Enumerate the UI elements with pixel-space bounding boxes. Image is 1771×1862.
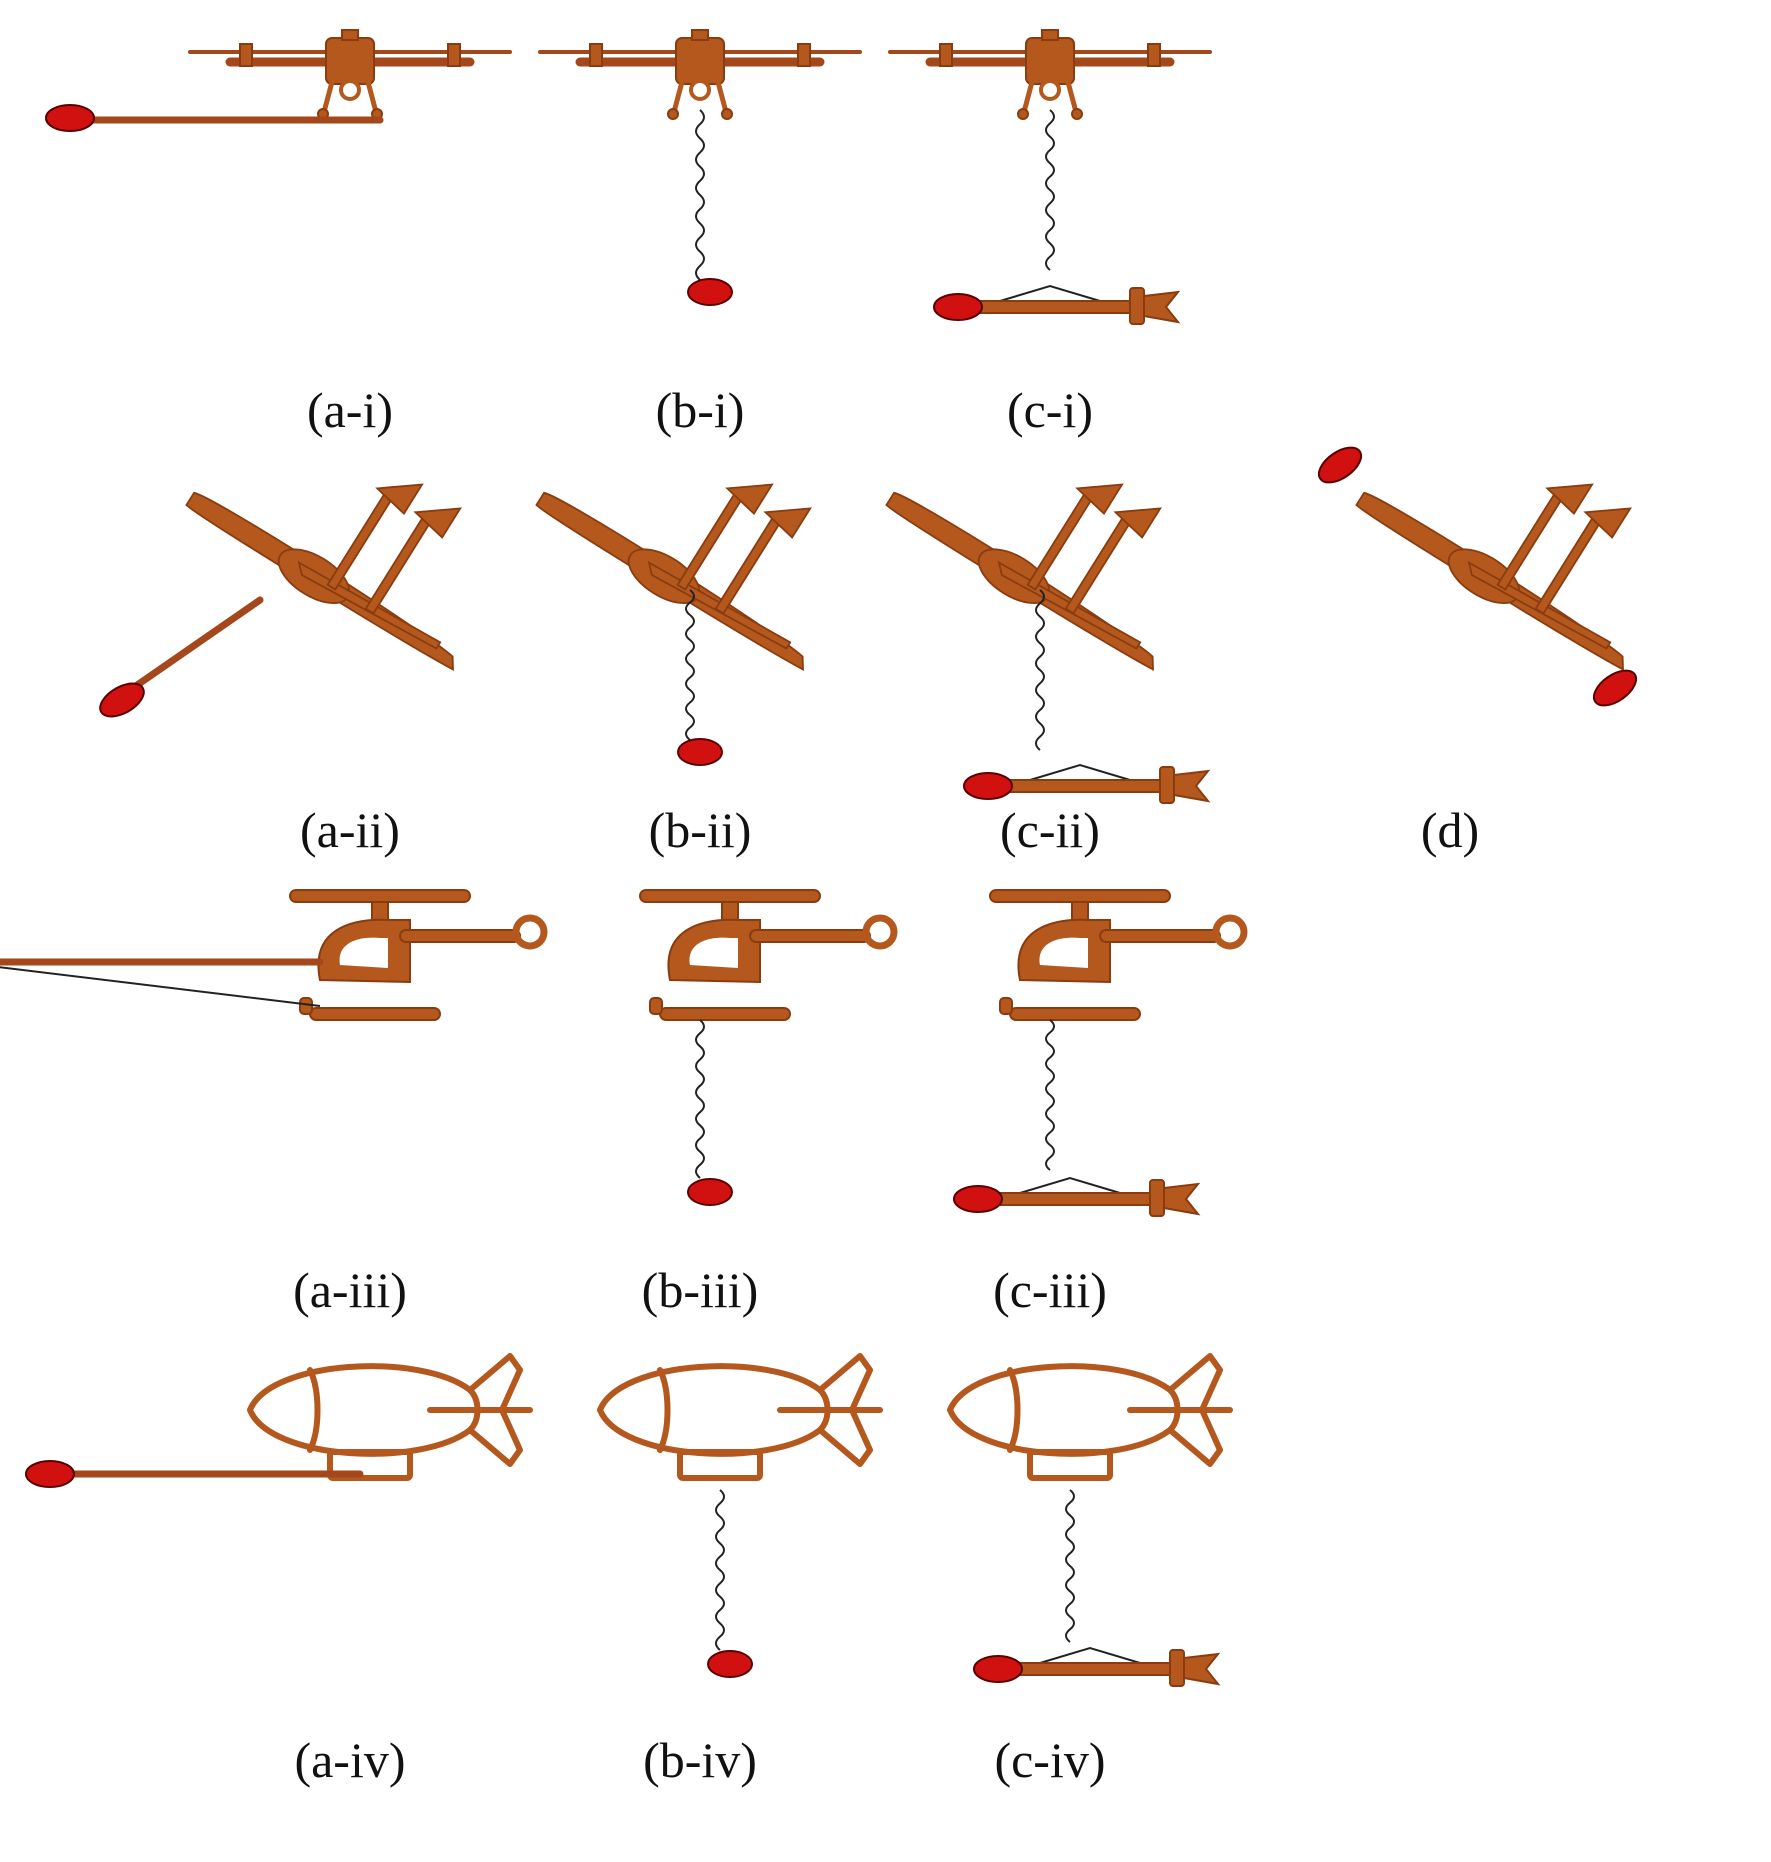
panel-b-i: (b-i): [480, 0, 920, 470]
panel-c-iii: (c-iii): [830, 880, 1270, 1350]
panel-illustration: [953, 889, 1248, 1217]
panel-caption: (c-i): [1006, 382, 1094, 438]
panel-b-ii: (b-ii): [480, 420, 920, 890]
panel-caption: (b-i): [655, 382, 745, 438]
sensor-icon: [953, 1185, 1003, 1213]
sensor-icon: [687, 278, 733, 306]
multirotor-drone-icon: [188, 29, 512, 120]
sensor-icon: [677, 738, 723, 766]
panel-illustration: [947, 1353, 1233, 1687]
multirotor-drone-icon: [888, 29, 1212, 120]
panel-d: (d): [1230, 420, 1670, 890]
tether-rope: [1035, 589, 1045, 751]
panel-illustration: [45, 29, 512, 132]
airship-icon: [247, 1353, 533, 1481]
panel-illustration: [1317, 446, 1638, 707]
panel-b-iv: (b-iv): [480, 1350, 920, 1820]
panel-a-iv: (a-iv): [25, 1350, 570, 1820]
tether-rope: [715, 1489, 725, 1651]
sensor-icon: [933, 293, 983, 321]
towed-bird: [933, 284, 1181, 325]
fixed-wing-uav-icon: [885, 483, 1162, 671]
panel-caption: (c-iii): [993, 1262, 1107, 1318]
airship-icon: [597, 1353, 883, 1481]
panel-illustration: [888, 29, 1212, 325]
panel-caption: (b-iv): [643, 1732, 757, 1788]
tether-rope: [685, 589, 695, 741]
towed-bird: [973, 1646, 1221, 1687]
tether-rope: [695, 109, 705, 281]
sensor-icon: [973, 1655, 1023, 1683]
panel-a-ii: (a-ii): [99, 420, 570, 890]
sensor-icon: [963, 772, 1013, 800]
sensor-icon: [1592, 669, 1638, 707]
towed-bird: [953, 1176, 1201, 1217]
sensor-icon: [45, 104, 95, 132]
airship-icon: [947, 1353, 1233, 1481]
panel-illustration: [0, 889, 548, 1021]
panel-a-iii: (a-iii): [0, 880, 570, 1350]
panel-b-iii: (b-iii): [480, 880, 920, 1350]
panel-illustration: [597, 1353, 883, 1678]
multirotor-drone-icon: [538, 29, 862, 120]
panel-caption: (a-iv): [294, 1732, 406, 1788]
sensor-icon: [687, 1178, 733, 1206]
fixed-wing-uav-icon: [185, 483, 462, 671]
panel-caption: (a-ii): [300, 802, 400, 858]
tether-rope: [1065, 1489, 1075, 1643]
panel-c-i: (c-i): [830, 0, 1270, 470]
fixed-wing-uav-icon: [1355, 483, 1632, 671]
panel-caption: (a-iii): [293, 1262, 407, 1318]
tether-rope: [1045, 1019, 1055, 1171]
panel-illustration: [538, 29, 862, 306]
sensor-icon: [99, 682, 145, 718]
panel-c-ii: (c-ii): [830, 420, 1270, 890]
helicopter-icon: [639, 889, 898, 1021]
panel-caption: (b-ii): [648, 802, 752, 858]
panel-illustration: [639, 889, 898, 1206]
panel-a-i: (a-i): [45, 0, 570, 470]
panel-caption: (c-ii): [1000, 802, 1100, 858]
towed-bird: [963, 763, 1211, 804]
sensor-icon: [25, 1460, 75, 1488]
helicopter-icon: [989, 889, 1248, 1021]
tether-rope: [1045, 109, 1055, 271]
helicopter-icon: [289, 889, 548, 1021]
panel-illustration: [25, 1353, 533, 1488]
panel-illustration: [535, 483, 812, 766]
panel-caption: (b-iii): [641, 1262, 759, 1318]
panel-caption: (a-i): [306, 382, 394, 438]
fixed-wing-uav-icon: [535, 483, 812, 671]
panel-c-iv: (c-iv): [830, 1350, 1270, 1820]
sensor-icon: [707, 1650, 753, 1678]
panel-illustration: [885, 483, 1211, 804]
panel-caption: (d): [1420, 802, 1480, 858]
panel-caption: (c-iv): [994, 1732, 1106, 1788]
tether-rope: [695, 1019, 705, 1179]
sensor-icon: [1317, 446, 1363, 484]
panel-illustration: [99, 483, 462, 718]
